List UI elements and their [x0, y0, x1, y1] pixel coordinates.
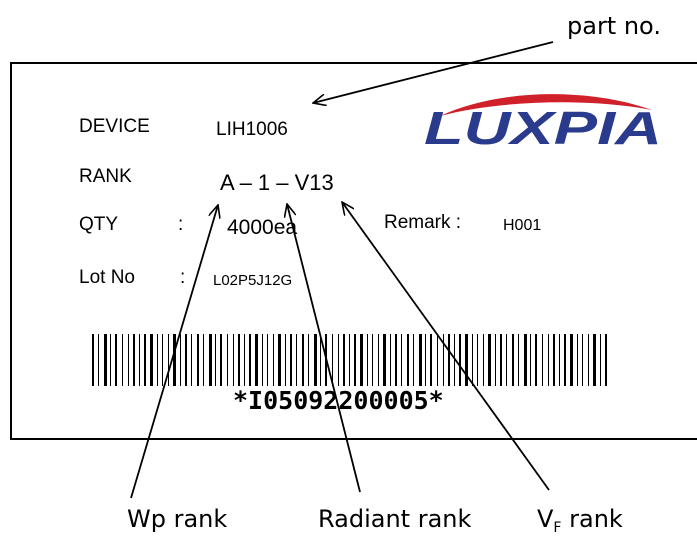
wp-rank-callout: Wp rank [127, 505, 228, 533]
barcode [92, 334, 607, 386]
remark-value: H001 [503, 217, 542, 234]
vf-rank-arrow [342, 202, 550, 491]
vf-rank-suffix: rank [561, 505, 623, 533]
part-no-arrow [313, 41, 554, 103]
vf-rank-callout: VF rank [537, 505, 623, 536]
qty-value: 4000ea [227, 216, 298, 239]
rank-label: RANK [79, 166, 132, 187]
logo-text: LUXPIA [424, 102, 662, 148]
lot-label: Lot No [79, 267, 135, 288]
radiant-rank-callout: Radiant rank [318, 505, 472, 533]
luxpia-logo: LUXPIA [424, 94, 662, 148]
wp-rank-arrow [130, 205, 218, 499]
qty-colon: : [178, 214, 184, 235]
vf-rank-subscript: F [553, 520, 562, 536]
vf-rank-main: V [537, 505, 554, 533]
product-label [10, 62, 697, 440]
remark-label: Remark : [384, 212, 462, 233]
logo-swoosh [440, 94, 652, 116]
radiant-rank-arrow [287, 204, 361, 493]
device-value: LIH1006 [216, 119, 288, 140]
qty-label: QTY [79, 214, 119, 235]
lot-value: L02P5J12G [213, 272, 293, 289]
part-no-callout: part no. [567, 12, 661, 40]
device-label: DEVICE [79, 116, 150, 137]
rank-value: A – 1 – V13 [220, 170, 334, 195]
lot-colon: : [180, 267, 186, 288]
